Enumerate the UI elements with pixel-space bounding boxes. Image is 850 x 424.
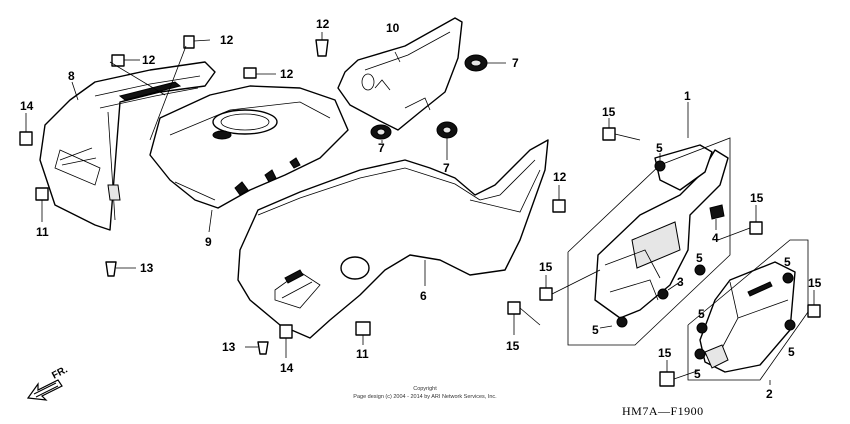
bolt-14a[interactable] — [19, 131, 33, 146]
callout-12b[interactable]: 12 — [220, 33, 234, 47]
bolt-14b[interactable] — [279, 324, 293, 339]
leader-lines — [71, 45, 771, 385]
copyright-line-2: Page design (c) 2004 - 2014 by ARI Netwo… — [353, 394, 497, 400]
callout-15d[interactable]: 15 — [506, 339, 520, 353]
front-direction-arrow: FR. — [26, 364, 70, 401]
callout-15a[interactable]: 15 — [602, 105, 616, 119]
callout-12a[interactable]: 12 — [142, 53, 156, 67]
clip-4[interactable] — [709, 204, 725, 220]
diagram-code: HM7A—F1900 — [622, 404, 704, 418]
callout-12c[interactable]: 12 — [280, 67, 294, 81]
bolt-11a[interactable] — [35, 187, 49, 201]
collar-5f[interactable] — [696, 322, 708, 334]
callout-3[interactable]: 3 — [677, 275, 684, 289]
collar-5a[interactable] — [654, 160, 666, 172]
callout-11a[interactable]: 11 — [36, 225, 49, 239]
cover-part[interactable] — [699, 261, 796, 373]
callout-15f[interactable]: 15 — [658, 346, 672, 360]
callout-5f[interactable]: 5 — [788, 345, 795, 359]
inner-fender-part[interactable] — [149, 85, 349, 209]
front-fender-upper-part[interactable] — [39, 61, 216, 231]
bolt-15e[interactable] — [807, 304, 821, 318]
callout-15e[interactable]: 15 — [808, 276, 822, 290]
screw-12e[interactable] — [552, 199, 566, 213]
callout-4[interactable]: 4 — [712, 231, 719, 245]
callout-7b[interactable]: 7 — [378, 141, 385, 155]
callout-15c[interactable]: 15 — [539, 260, 553, 274]
callout-14a[interactable]: 14 — [20, 99, 34, 113]
bolt-15a[interactable] — [602, 127, 616, 141]
screw-12d[interactable] — [315, 39, 329, 57]
callout-11b[interactable]: 11 — [356, 347, 369, 361]
collar-5g[interactable] — [694, 348, 706, 360]
callout-5e[interactable]: 5 — [698, 307, 705, 321]
callout-12e[interactable]: 12 — [553, 170, 567, 184]
callout-12d[interactable]: 12 — [316, 17, 330, 31]
screw-12b[interactable] — [183, 35, 195, 49]
screw-13b[interactable] — [257, 341, 269, 355]
callout-5a[interactable]: 5 — [656, 141, 663, 155]
callout-7c[interactable]: 7 — [443, 161, 450, 175]
inner-panel-part[interactable] — [594, 144, 729, 319]
callout-5b[interactable]: 5 — [696, 251, 703, 265]
copyright-line-1: Copyright — [413, 386, 437, 392]
side-cover-part[interactable] — [337, 17, 463, 131]
bolt-15f[interactable] — [659, 371, 675, 387]
callout-5c[interactable]: 5 — [592, 323, 599, 337]
fasteners — [19, 32, 821, 387]
screw-12c[interactable] — [243, 67, 257, 79]
bolt-11b[interactable] — [355, 321, 371, 336]
front-fender-lower-part[interactable] — [237, 139, 549, 339]
collar-5e[interactable] — [782, 272, 794, 284]
screw-13a[interactable] — [105, 261, 117, 277]
callout-6[interactable]: 6 — [420, 289, 427, 303]
callout-13a[interactable]: 13 — [140, 261, 154, 275]
callout-7a[interactable]: 7 — [512, 56, 519, 70]
callout-14b[interactable]: 14 — [280, 361, 294, 375]
callout-10[interactable]: 10 — [386, 21, 400, 35]
bolt-15b[interactable] — [749, 221, 763, 235]
bolt-15c[interactable] — [539, 287, 553, 301]
callout-13b[interactable]: 13 — [222, 340, 236, 354]
callout-5g[interactable]: 5 — [694, 367, 701, 381]
collar-5b[interactable] — [694, 264, 706, 276]
callout-1[interactable]: 1 — [684, 89, 691, 103]
callout-8[interactable]: 8 — [68, 69, 75, 83]
screw-12a[interactable] — [111, 54, 125, 67]
collar-5c[interactable] — [657, 288, 669, 300]
callout-2[interactable]: 2 — [766, 387, 773, 401]
direction-label: FR. — [50, 364, 70, 381]
callout-15b[interactable]: 15 — [750, 191, 764, 205]
bolt-15d[interactable] — [507, 301, 521, 315]
callout-9[interactable]: 9 — [205, 235, 212, 249]
callout-5d[interactable]: 5 — [784, 255, 791, 269]
collar-5d[interactable] — [616, 316, 628, 328]
callouts: 1 2 3 4 5 5 5 5 5 5 5 6 7 7 7 8 9 10 11 … — [20, 17, 822, 401]
